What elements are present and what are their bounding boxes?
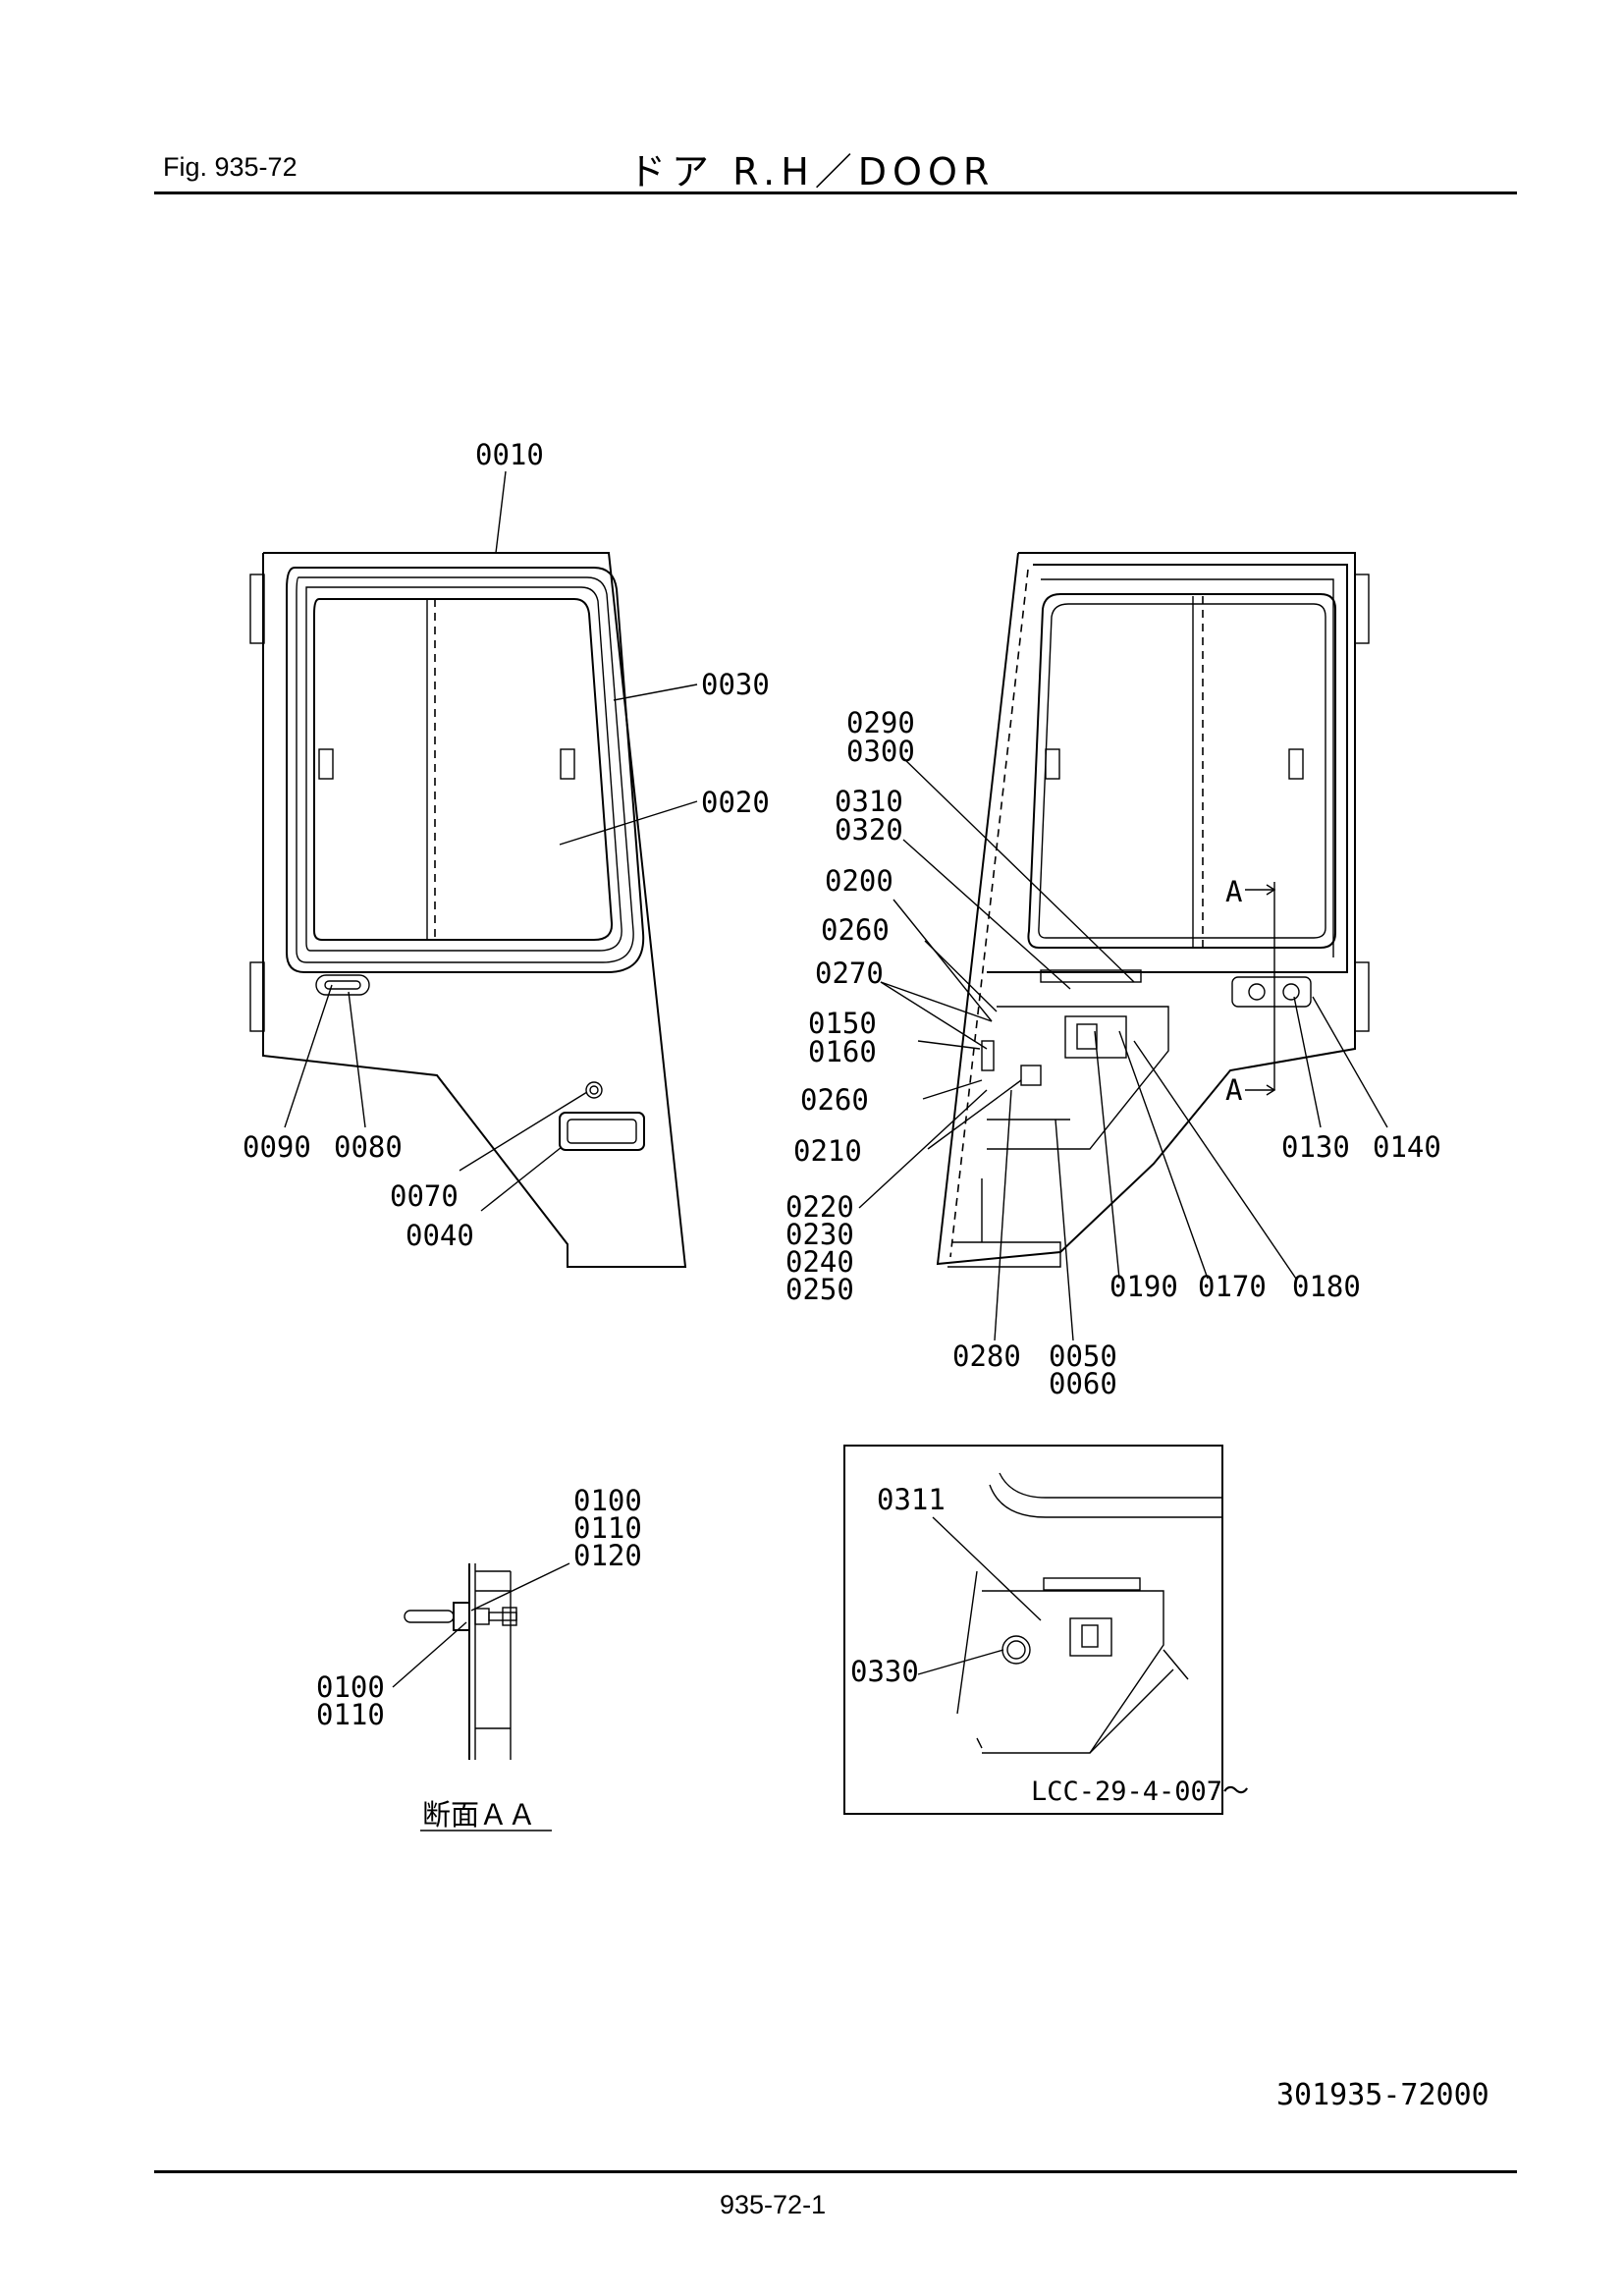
callout: 0010 bbox=[475, 438, 544, 471]
callout: 0090 bbox=[243, 1130, 311, 1164]
callout: 0060 bbox=[1049, 1367, 1117, 1400]
section-aa-view bbox=[392, 1562, 570, 1831]
leader-lines-left bbox=[284, 470, 698, 1212]
section-marker-top: A bbox=[1225, 875, 1242, 908]
callout: 0110 bbox=[316, 1698, 385, 1731]
callout: 0020 bbox=[701, 786, 770, 819]
callout: 0270 bbox=[815, 957, 884, 990]
callout: 0210 bbox=[793, 1134, 862, 1168]
header-rule bbox=[154, 191, 1517, 194]
callout: 0140 bbox=[1373, 1130, 1441, 1164]
callout: 0130 bbox=[1281, 1130, 1350, 1164]
callout: 0100 bbox=[316, 1670, 385, 1704]
callout: 0300 bbox=[846, 735, 915, 768]
page-title: ドア R.H／DOOR bbox=[628, 150, 996, 193]
callout: 0280 bbox=[952, 1339, 1021, 1373]
callout: 0080 bbox=[334, 1130, 403, 1164]
callout: 0290 bbox=[846, 706, 915, 739]
callout: 0260 bbox=[800, 1083, 869, 1117]
inset-view bbox=[843, 1445, 1223, 1815]
callout: 0200 bbox=[825, 864, 893, 898]
callout: 0170 bbox=[1198, 1270, 1267, 1303]
callout: 0100 bbox=[573, 1484, 642, 1517]
callout: 0260 bbox=[821, 913, 890, 947]
callout: 0220 bbox=[785, 1190, 854, 1224]
callout: 0160 bbox=[808, 1035, 877, 1068]
callout: 0311 bbox=[877, 1483, 946, 1516]
section-marker-bottom: A bbox=[1225, 1073, 1242, 1107]
callout: 0070 bbox=[390, 1179, 459, 1213]
leader-lines-right bbox=[858, 755, 1388, 1341]
callout: 0120 bbox=[573, 1539, 642, 1572]
callout: 0180 bbox=[1292, 1270, 1361, 1303]
callout: 0230 bbox=[785, 1218, 854, 1251]
callout: 0310 bbox=[835, 785, 903, 818]
page-number: 935-72-1 bbox=[720, 2190, 827, 2219]
callout: 0250 bbox=[785, 1273, 854, 1306]
callout: 0040 bbox=[406, 1219, 474, 1252]
door-inside-view bbox=[936, 552, 1370, 1268]
callout: 0240 bbox=[785, 1245, 854, 1279]
section-aa-label: 断面ＡＡ bbox=[422, 1798, 536, 1831]
serial-note: LCC-29-4-007～ bbox=[1031, 1777, 1249, 1807]
callout: 0330 bbox=[850, 1655, 919, 1688]
drawing-number: 301935-72000 bbox=[1276, 2078, 1489, 2112]
door-outside-view bbox=[249, 552, 687, 1268]
callout: 0030 bbox=[701, 668, 770, 701]
callout: 0110 bbox=[573, 1511, 642, 1545]
callout: 0190 bbox=[1109, 1270, 1178, 1303]
figure-number: Fig. 935-72 bbox=[163, 152, 298, 182]
callout: 0320 bbox=[835, 813, 903, 847]
callout: 0150 bbox=[808, 1007, 877, 1040]
footer-rule bbox=[154, 2170, 1517, 2173]
callout: 0050 bbox=[1049, 1339, 1117, 1373]
callout-labels: 0010 0030 0020 0090 0080 0070 0040 0290 … bbox=[243, 438, 1441, 1831]
